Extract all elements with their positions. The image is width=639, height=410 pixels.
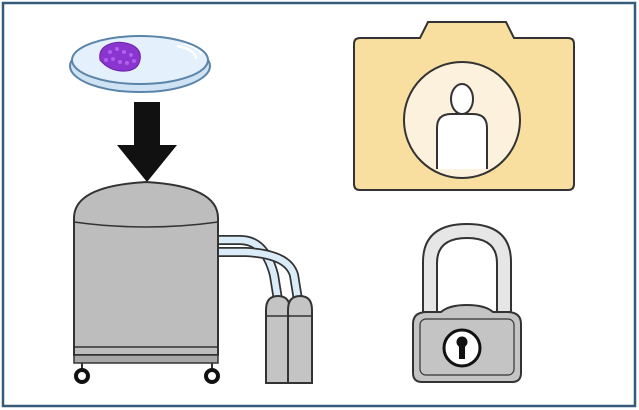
person-icon [436, 113, 488, 169]
wheel-icon [204, 368, 220, 384]
down-arrow-icon [117, 102, 177, 182]
gas-tube-icon [209, 235, 303, 305]
cryogenic-storage-tank-icon [73, 180, 220, 384]
wheel-icon [74, 368, 90, 384]
padlock-icon [412, 222, 522, 383]
gas-cylinder-icon [265, 294, 313, 384]
person-folder-icon [353, 21, 575, 191]
sample-icon [99, 41, 141, 72]
petri-dish-icon [69, 35, 211, 93]
